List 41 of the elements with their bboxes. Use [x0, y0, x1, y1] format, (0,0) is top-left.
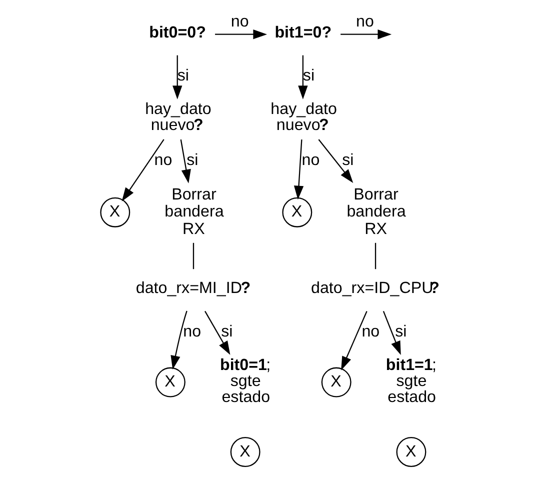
node-text: bit0=1; sgte estado: [219, 355, 270, 406]
edge-label: si: [342, 150, 354, 168]
edge-label: si: [302, 66, 314, 84]
node-circle: X: [396, 436, 426, 466]
node-circle: X: [320, 366, 351, 397]
edge-label: no: [301, 150, 320, 168]
node-text: hay_dato nuevo?: [144, 100, 211, 134]
node-circle: X: [230, 436, 260, 466]
arrow: [318, 138, 353, 182]
edge-label: si: [186, 150, 198, 168]
edge-label: si: [220, 322, 232, 340]
node-text: Borrar bandera RX: [164, 184, 224, 238]
edge-label: no: [154, 150, 172, 168]
edge-label: no: [182, 322, 201, 340]
arrow: [382, 310, 400, 355]
node-text: bit1=0?: [274, 22, 332, 41]
node-circle: X: [282, 196, 312, 227]
arrow: [214, 29, 267, 39]
edge-label: si: [176, 66, 188, 84]
edge-label: no: [361, 322, 380, 340]
arrow: [340, 310, 367, 370]
arrow: [298, 54, 308, 99]
node-circle: X: [100, 196, 130, 227]
node-text: bit0=0?: [148, 22, 206, 41]
arrow: [340, 29, 392, 39]
node-text: bit1=1; sgte estado: [385, 355, 436, 406]
edge-label: no: [230, 12, 248, 30]
node-circle: X: [154, 366, 185, 397]
node-text: hay_dato nuevo?: [270, 100, 336, 134]
edge-label: no: [356, 12, 374, 30]
node-text: dato_rx=MI_ID?: [135, 278, 250, 297]
arrow: [293, 138, 304, 200]
edge-label: si: [394, 322, 406, 340]
arrow: [180, 138, 190, 183]
arrow: [204, 310, 230, 354]
arrow: [172, 54, 182, 99]
node-text: Borrar bandera RX: [346, 184, 406, 238]
arrow: [121, 138, 164, 201]
connector: [374, 242, 376, 269]
connector: [192, 242, 194, 269]
arrow: [170, 310, 187, 369]
